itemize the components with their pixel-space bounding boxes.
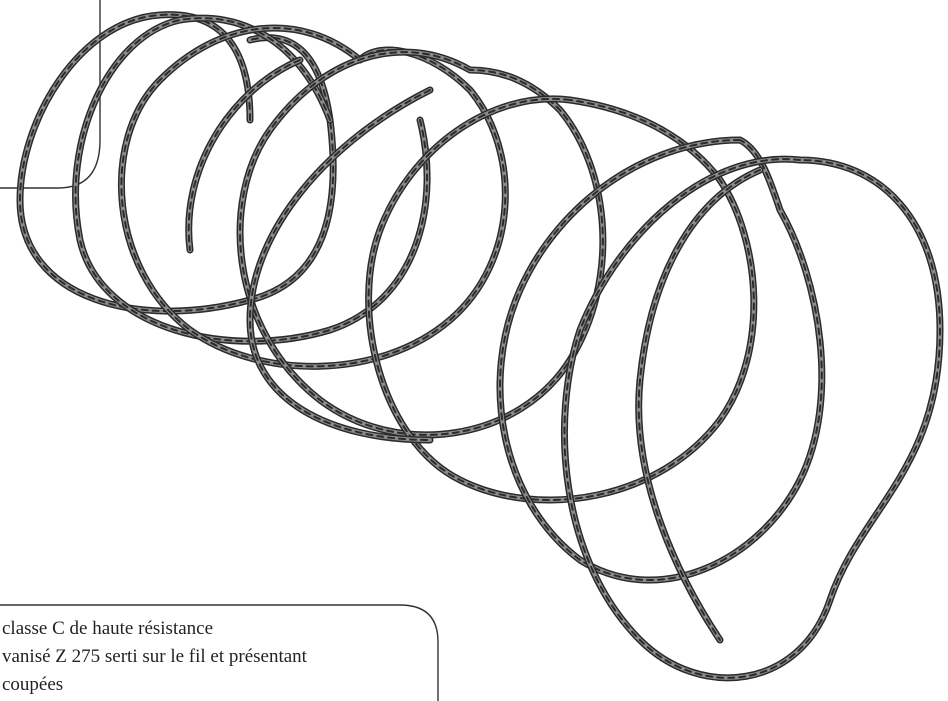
wire-loop-barbs [239, 51, 604, 436]
wire-loop-barbs [187, 59, 301, 251]
wire-loop-barbs [563, 158, 942, 679]
caption-line-3: coupées [2, 674, 63, 695]
wire-loop-barbs [367, 97, 755, 501]
wire-loop-outline [560, 155, 944, 682]
wire-loop-barbs [18, 13, 335, 313]
wire-loop-barbs [499, 139, 823, 582]
wire-loop-barbs [248, 89, 431, 441]
caption-panel: classe C de haute résistance vanisé Z 27… [0, 604, 439, 701]
wire-loop-fill [562, 157, 943, 680]
caption-line-2: vanisé Z 275 serti sur le fil et présent… [2, 646, 308, 667]
caption-line-1: classe C de haute résistance [2, 618, 213, 639]
wire-loop-barbs [74, 17, 429, 343]
caption-panel-border [0, 604, 439, 701]
wire-loop-barbs [637, 169, 761, 641]
wire-coils [16, 11, 944, 682]
